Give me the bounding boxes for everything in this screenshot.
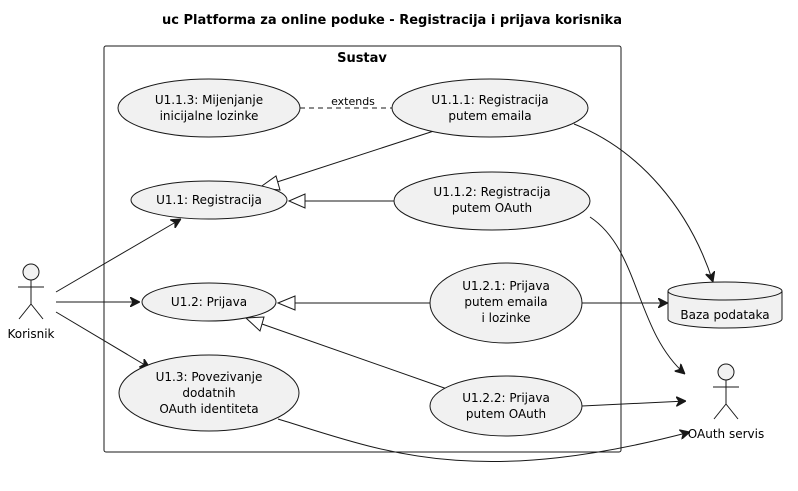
generalization-head-u112 bbox=[287, 193, 306, 209]
use-case-line: U1.1.3: Mijenjanje bbox=[155, 93, 263, 107]
edge-u122-oauth bbox=[581, 401, 686, 407]
actor-korisnik[interactable]: Korisnik bbox=[7, 263, 55, 341]
database-label: Baza podataka bbox=[680, 308, 769, 322]
use-case-line: U1.2.1: Prijava bbox=[462, 279, 550, 293]
use-case-line: U1.1.1: Registracija bbox=[431, 93, 548, 107]
use-case-line: putem emaila bbox=[448, 109, 531, 123]
database-baza-podataka[interactable]: Baza podataka bbox=[667, 281, 783, 329]
use-case-u113[interactable]: U1.1.3: Mijenjanje inicijalne lozinke bbox=[117, 78, 301, 138]
system-label: Sustav bbox=[337, 51, 387, 66]
use-case-u122[interactable]: U1.2.2: Prijava putem OAuth bbox=[429, 375, 583, 437]
use-case-u112[interactable]: U1.1.2: Registracija putem OAuth bbox=[393, 171, 591, 231]
edge-generalization-u122-u12 bbox=[261, 323, 451, 391]
actor-body-icon bbox=[713, 380, 739, 420]
actor-head-icon bbox=[717, 363, 735, 381]
use-case-line: U1.2: Prijava bbox=[171, 295, 247, 309]
database-icon bbox=[667, 281, 783, 329]
use-case-line: inicijalne lozinke bbox=[160, 109, 259, 123]
database-rim bbox=[667, 290, 783, 301]
edge-u112-oauth bbox=[589, 216, 685, 374]
use-case-line: putem emaila bbox=[464, 295, 547, 309]
use-case-u13[interactable]: U1.3: Povezivanje dodatnih OAuth identit… bbox=[118, 354, 300, 432]
use-case-line: i lozinke bbox=[482, 311, 531, 325]
actor-label: OAuth servis bbox=[688, 427, 764, 441]
actor-label: Korisnik bbox=[7, 327, 54, 341]
use-case-line: U1.1.2: Registracija bbox=[433, 185, 550, 199]
use-case-line: putem OAuth bbox=[466, 407, 546, 421]
generalization-head-u122 bbox=[244, 316, 265, 332]
actor-head-icon bbox=[22, 263, 40, 281]
edge-u111-db bbox=[573, 123, 713, 282]
use-case-line: dodatnih bbox=[182, 386, 235, 400]
system-boundary bbox=[103, 45, 622, 453]
edge-u13-oauth bbox=[277, 418, 690, 463]
edge-generalization-u111-u11 bbox=[273, 128, 441, 184]
use-case-u12[interactable]: U1.2: Prijava bbox=[141, 282, 277, 322]
use-case-line: U1.1: Registracija bbox=[156, 193, 262, 207]
use-case-line: OAuth identiteta bbox=[159, 402, 258, 416]
actor-body-icon bbox=[18, 280, 44, 320]
use-case-u11[interactable]: U1.1: Registracija bbox=[130, 180, 288, 220]
use-case-u111[interactable]: U1.1.1: Registracija putem emaila bbox=[391, 78, 589, 138]
use-case-line: putem OAuth bbox=[452, 201, 532, 215]
use-case-line: U1.3: Povezivanje bbox=[156, 370, 263, 384]
actor-oauth[interactable]: OAuth servis bbox=[688, 363, 764, 441]
edge-korisnik-u11 bbox=[55, 219, 181, 293]
use-case-u121[interactable]: U1.2.1: Prijava putem emaila i lozinke bbox=[429, 262, 583, 344]
edge-korisnik-u13 bbox=[55, 311, 150, 368]
use-case-line: U1.2.2: Prijava bbox=[462, 391, 550, 405]
diagram-title: uc Platforma za online poduke - Registra… bbox=[162, 13, 622, 28]
generalization-head-u121 bbox=[276, 295, 296, 311]
extends-label: extends bbox=[331, 95, 375, 108]
